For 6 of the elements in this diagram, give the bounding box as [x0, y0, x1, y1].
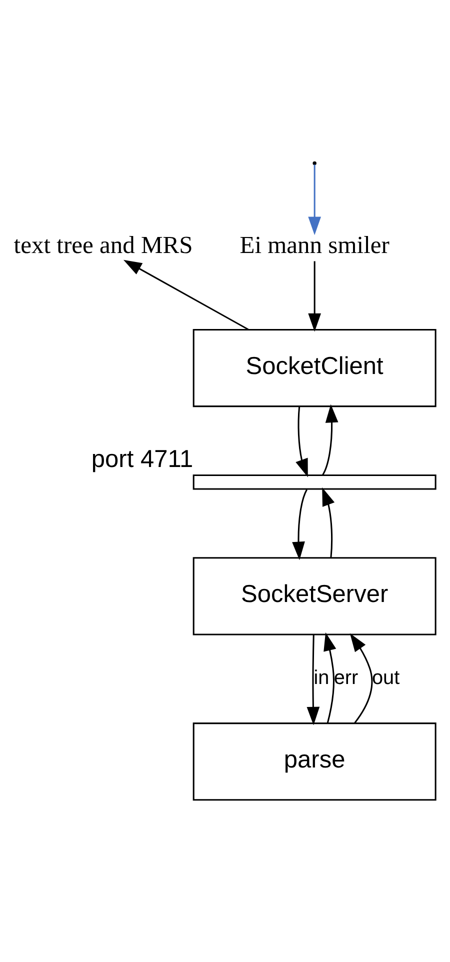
- node-label: port 4711: [91, 446, 194, 474]
- edge-label: out: [372, 667, 400, 690]
- edge-label: in: [314, 667, 330, 690]
- edge-label: err: [334, 667, 358, 690]
- node-text: Ei mann smiler: [240, 232, 390, 259]
- node-text: text tree and MRS: [14, 232, 193, 259]
